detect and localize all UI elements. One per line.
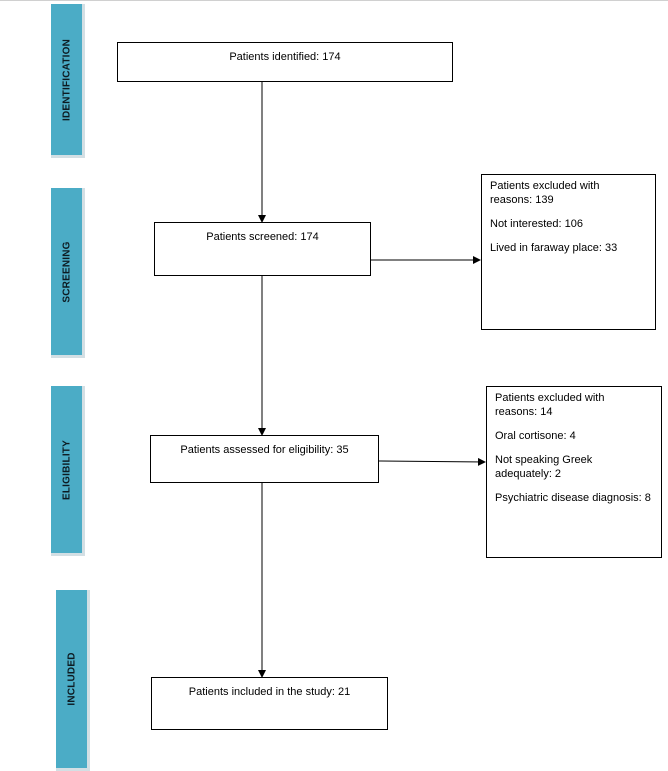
excluded-eligibility-heading-line1: Patients excluded with: [495, 392, 605, 404]
box-excluded-eligibility: Patients excluded with reasons: 14 Oral …: [486, 386, 662, 558]
arrow-assessed-to-excluded: [377, 457, 486, 466]
box-screened-text: Patients screened: 174: [206, 231, 319, 243]
excluded-eligibility-reason: Not speaking Greek adequately: 2: [495, 453, 653, 481]
stage-screening: SCREENING: [51, 188, 85, 358]
excluded-screening-heading: Patients excluded with reasons: 139: [490, 179, 647, 207]
excluded-eligibility-heading-line2: reasons: 14: [495, 406, 553, 418]
excluded-eligibility-reason-line1: Not speaking Greek: [495, 454, 593, 466]
box-excluded-screening: Patients excluded with reasons: 139 Not …: [481, 174, 656, 330]
box-assessed: Patients assessed for eligibility: 35: [150, 435, 379, 483]
box-included: Patients included in the study: 21: [151, 677, 388, 730]
box-assessed-text: Patients assessed for eligibility: 35: [180, 444, 349, 456]
excluded-eligibility-reason-line2: adequately: 2: [495, 468, 562, 480]
excluded-screening-heading-line1: Patients excluded with: [490, 180, 600, 192]
box-screened: Patients screened: 174: [154, 222, 371, 276]
stage-included: INCLUDED: [56, 590, 90, 771]
top-rule: [0, 0, 668, 1]
excluded-eligibility-reason: Psychiatric disease diagnosis: 8: [495, 492, 651, 504]
excluded-eligibility-reason: Oral cortisone: 4: [495, 430, 576, 442]
stage-eligibility: ELIGIBILITY: [51, 386, 85, 556]
box-identified: Patients identified: 174: [117, 42, 453, 82]
stage-identification: IDENTIFICATION: [51, 4, 85, 158]
excluded-eligibility-heading: Patients excluded with reasons: 14: [495, 391, 653, 419]
excluded-screening-heading-line2: reasons: 139: [490, 194, 554, 206]
excluded-screening-reason: Lived in faraway place: 33: [490, 242, 618, 254]
box-identified-text: Patients identified: 174: [229, 51, 341, 63]
box-included-text: Patients included in the study: 21: [188, 686, 351, 698]
excluded-screening-reason: Not interested: 106: [490, 218, 583, 230]
